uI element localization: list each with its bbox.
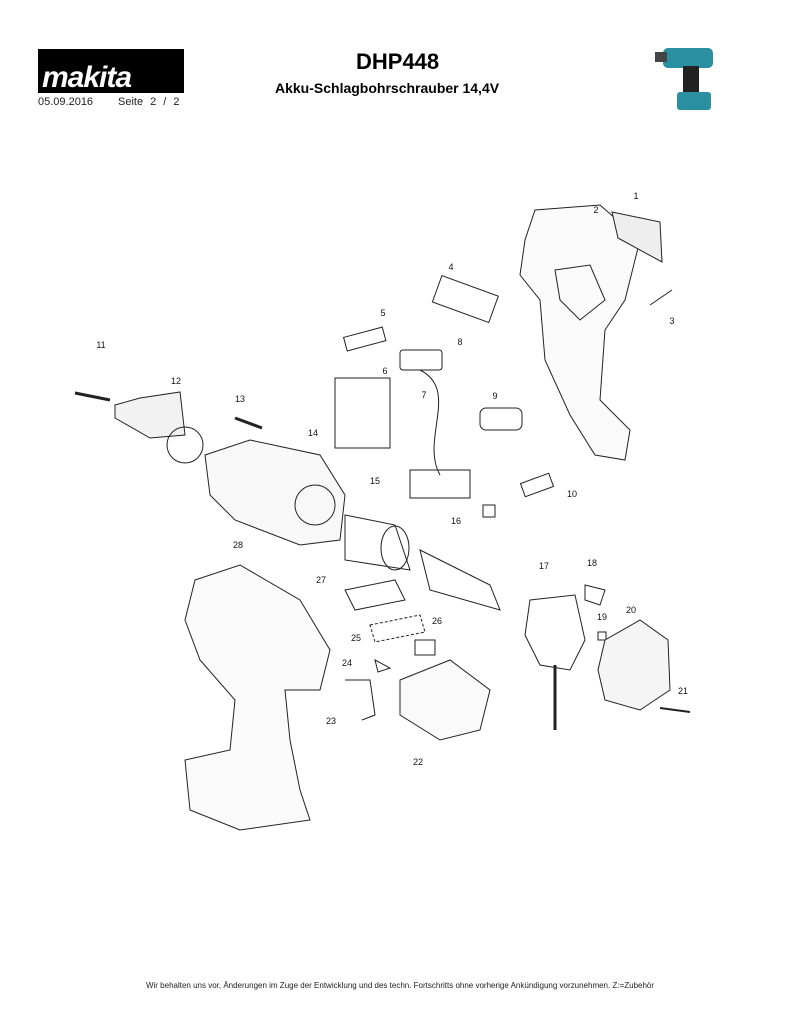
part-label: 3: [669, 316, 675, 326]
part-label: 20: [625, 605, 637, 615]
part-label: 6: [382, 366, 388, 376]
part-label: 23: [325, 716, 337, 726]
part-label: 5: [380, 308, 386, 318]
part-label: 9: [492, 391, 498, 401]
housing-right: [519, 204, 641, 461]
part-label: 7: [421, 390, 427, 400]
part-label: 21: [677, 686, 689, 696]
part-label: 25: [350, 633, 362, 643]
part-label: 1: [633, 191, 639, 201]
part-label: 4: [448, 262, 454, 272]
part-label: 16: [450, 516, 462, 526]
part-label: 11: [96, 340, 106, 350]
part-label: 10: [566, 489, 578, 499]
part-label: 2: [593, 205, 599, 215]
part-label: 18: [586, 558, 598, 568]
part-label: 17: [538, 561, 550, 571]
page-number: Seite 2 / 2: [118, 96, 180, 108]
product-image: [655, 48, 713, 110]
part-label: 8: [457, 337, 463, 347]
part-label: 19: [596, 612, 608, 622]
part-label: 28: [232, 540, 244, 550]
footer-disclaimer: Wir behalten uns vor, Änderungen im Zuge…: [145, 981, 655, 990]
part-label: 15: [369, 476, 381, 486]
part-label: 22: [412, 757, 424, 767]
part-label: 27: [315, 575, 327, 585]
part-label: 13: [234, 394, 246, 404]
part-label: 14: [307, 428, 319, 438]
part-label: 12: [170, 376, 182, 386]
date: 05.09.2016: [38, 96, 94, 108]
product-subtitle: Akku-Schlagbohrschrauber 14,4V: [275, 80, 500, 96]
part-label: 24: [341, 658, 353, 668]
part-label: 26: [431, 616, 443, 626]
makita-logo: makita: [38, 49, 184, 94]
label-plate: [611, 211, 663, 263]
model-title: DHP448: [356, 49, 440, 74]
